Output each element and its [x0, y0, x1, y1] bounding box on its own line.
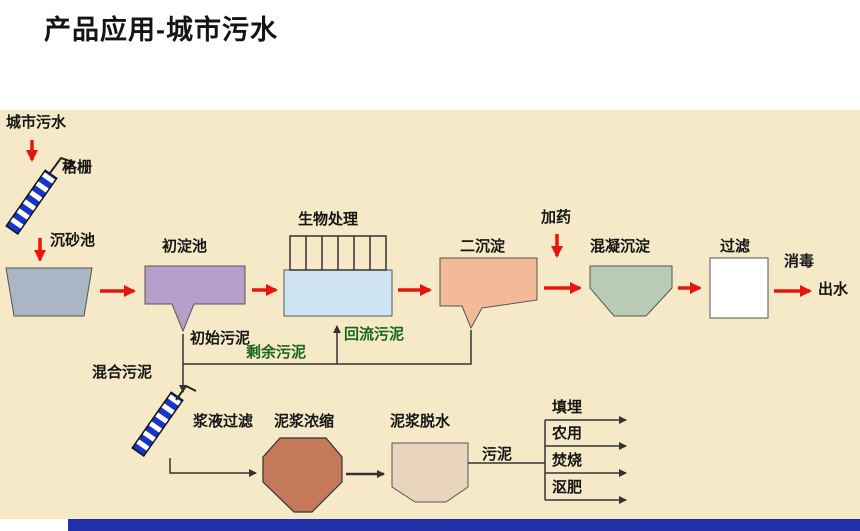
label-return-sludge: 回流污泥	[344, 326, 405, 343]
bar-screen-icon	[131, 391, 184, 458]
label-agricultural-use: 农用	[552, 425, 583, 442]
label-sludge-thickening: 泥浆浓缩	[274, 413, 335, 430]
filter-box	[709, 257, 769, 319]
label-coagulation: 混凝沉淀	[590, 238, 651, 255]
sludge-dewatering-tank	[391, 442, 469, 503]
label-disinfection: 消毒	[784, 253, 815, 270]
aeration-grid	[289, 235, 387, 271]
label-effluent: 出水	[818, 281, 849, 298]
sludge-lines	[169, 325, 627, 504]
main-flow-arrows	[26, 140, 812, 297]
label-landfill: 填埋	[552, 399, 583, 416]
label-sludge-dewatering: 泥浆脱水	[390, 413, 451, 430]
page-title: 产品应用-城市污水	[44, 15, 278, 45]
sludge-thickener-tank	[262, 437, 343, 513]
label-bar-screen: 格栅	[62, 159, 93, 176]
secondary-sedimentation-tank	[439, 257, 538, 330]
label-secondary-tank: 二沉淀	[460, 238, 506, 255]
bar-screen-handle	[49, 156, 75, 174]
label-mixed-sludge: 混合污泥	[92, 364, 153, 381]
label-primary-tank: 初淀池	[162, 238, 208, 255]
label-composting: 沤肥	[552, 479, 583, 496]
label-incineration: 焚烧	[552, 452, 583, 469]
coagulation-tank	[589, 265, 673, 317]
label-filtration: 过滤	[720, 238, 751, 255]
label-slurry-filtration: 浆液过滤	[193, 413, 254, 430]
grit-chamber-tank	[5, 267, 93, 317]
label-dosing: 加药	[541, 209, 572, 226]
bio-treatment-tank	[283, 269, 393, 317]
label-grit-chamber: 沉砂池	[50, 232, 96, 249]
label-sludge: 污泥	[482, 446, 513, 463]
primary-sedimentation-tank	[144, 265, 246, 333]
label-excess-sludge: 剩余污泥	[246, 344, 307, 361]
footer-bar	[68, 519, 860, 531]
bar-screen-icon	[5, 169, 58, 236]
label-urban-sewage: 城市污水	[6, 114, 67, 131]
label-bio-treatment: 生物处理	[298, 211, 359, 228]
label-initial-sludge: 初始污泥	[190, 330, 251, 347]
